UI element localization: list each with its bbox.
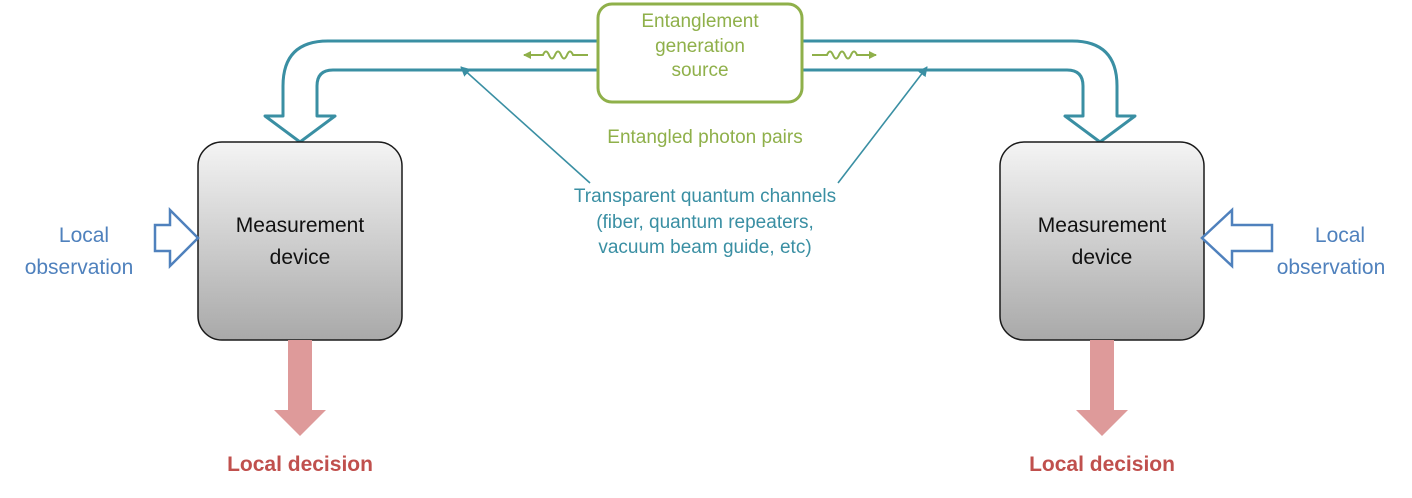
device-label-line: device <box>1071 245 1133 269</box>
right-decision-arrow <box>1076 340 1128 436</box>
left-photon-wave <box>523 50 588 60</box>
left-observation-arrow <box>153 206 200 270</box>
right-observation-arrow <box>1200 207 1274 269</box>
right-observation-label: Local observation <box>1256 220 1406 283</box>
right-decision-label: Local decision <box>1029 453 1175 476</box>
observation-label-line: observation <box>24 255 134 279</box>
channels-label: Transparent quantum channels (fiber, qua… <box>505 184 905 261</box>
device-label-line: Measurement <box>1037 214 1167 237</box>
observation-label-line: Local <box>1314 224 1366 247</box>
device-label-line: Measurement <box>235 214 365 237</box>
entanglement-source-box <box>596 2 804 104</box>
channels-label-line: (fiber, quantum repeaters, <box>596 211 814 233</box>
right-device-label: Measurement device <box>1000 210 1204 273</box>
entangled-pairs-label: Entangled photon pairs <box>607 127 803 148</box>
observation-label-line: Local <box>58 224 110 247</box>
observation-label-line: observation <box>1276 255 1386 279</box>
right-channel-pointer <box>837 66 928 184</box>
channels-label-line: Transparent quantum channels <box>573 186 837 207</box>
left-channel-arrow <box>263 39 598 144</box>
left-decision-arrow <box>274 340 326 436</box>
source-label-line: generation <box>655 35 745 57</box>
left-device-label: Measurement device <box>198 210 402 273</box>
source-label-line: source <box>671 60 729 82</box>
left-observation-label: Local observation <box>4 220 154 283</box>
left-decision-label: Local decision <box>227 453 373 476</box>
device-label-line: device <box>269 245 331 269</box>
right-photon-wave <box>812 50 877 60</box>
right-channel-arrow <box>802 39 1137 144</box>
source-label-line: Entanglement <box>641 11 759 32</box>
source-label: Entanglement generation source <box>598 10 802 84</box>
left-channel-pointer <box>460 66 591 184</box>
channels-label-line: vacuum beam guide, etc) <box>598 237 812 259</box>
